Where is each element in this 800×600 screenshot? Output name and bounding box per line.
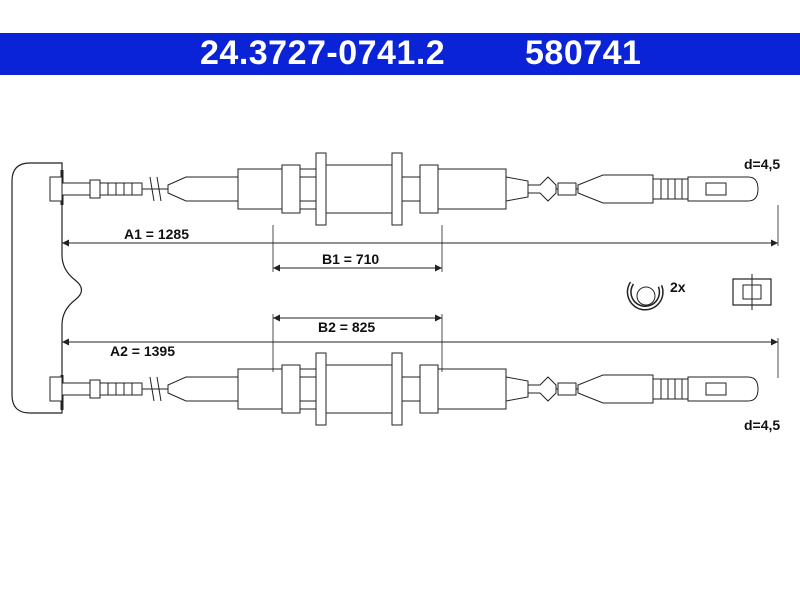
header-bar: 24.3727-0741.2 580741: [0, 33, 800, 75]
retaining-clip-icon: [626, 281, 664, 311]
label-b2: B2 = 825: [318, 319, 375, 335]
label-a1: A1 = 1285: [124, 226, 189, 242]
part-number: 24.3727-0741.2: [200, 34, 446, 72]
label-b1: B1 = 710: [322, 251, 379, 267]
label-d-bottom: d=4,5: [744, 417, 780, 433]
end-fitting-detail-icon: [732, 274, 772, 310]
label-a2: A2 = 1395: [110, 343, 175, 359]
reference-number: 580741: [525, 34, 642, 72]
cable-lower: [49, 352, 759, 426]
cable-upper: [49, 152, 759, 226]
clip-count: 2x: [670, 279, 686, 295]
mounting-bracket: [11, 162, 83, 414]
label-d-top: d=4,5: [744, 156, 780, 172]
